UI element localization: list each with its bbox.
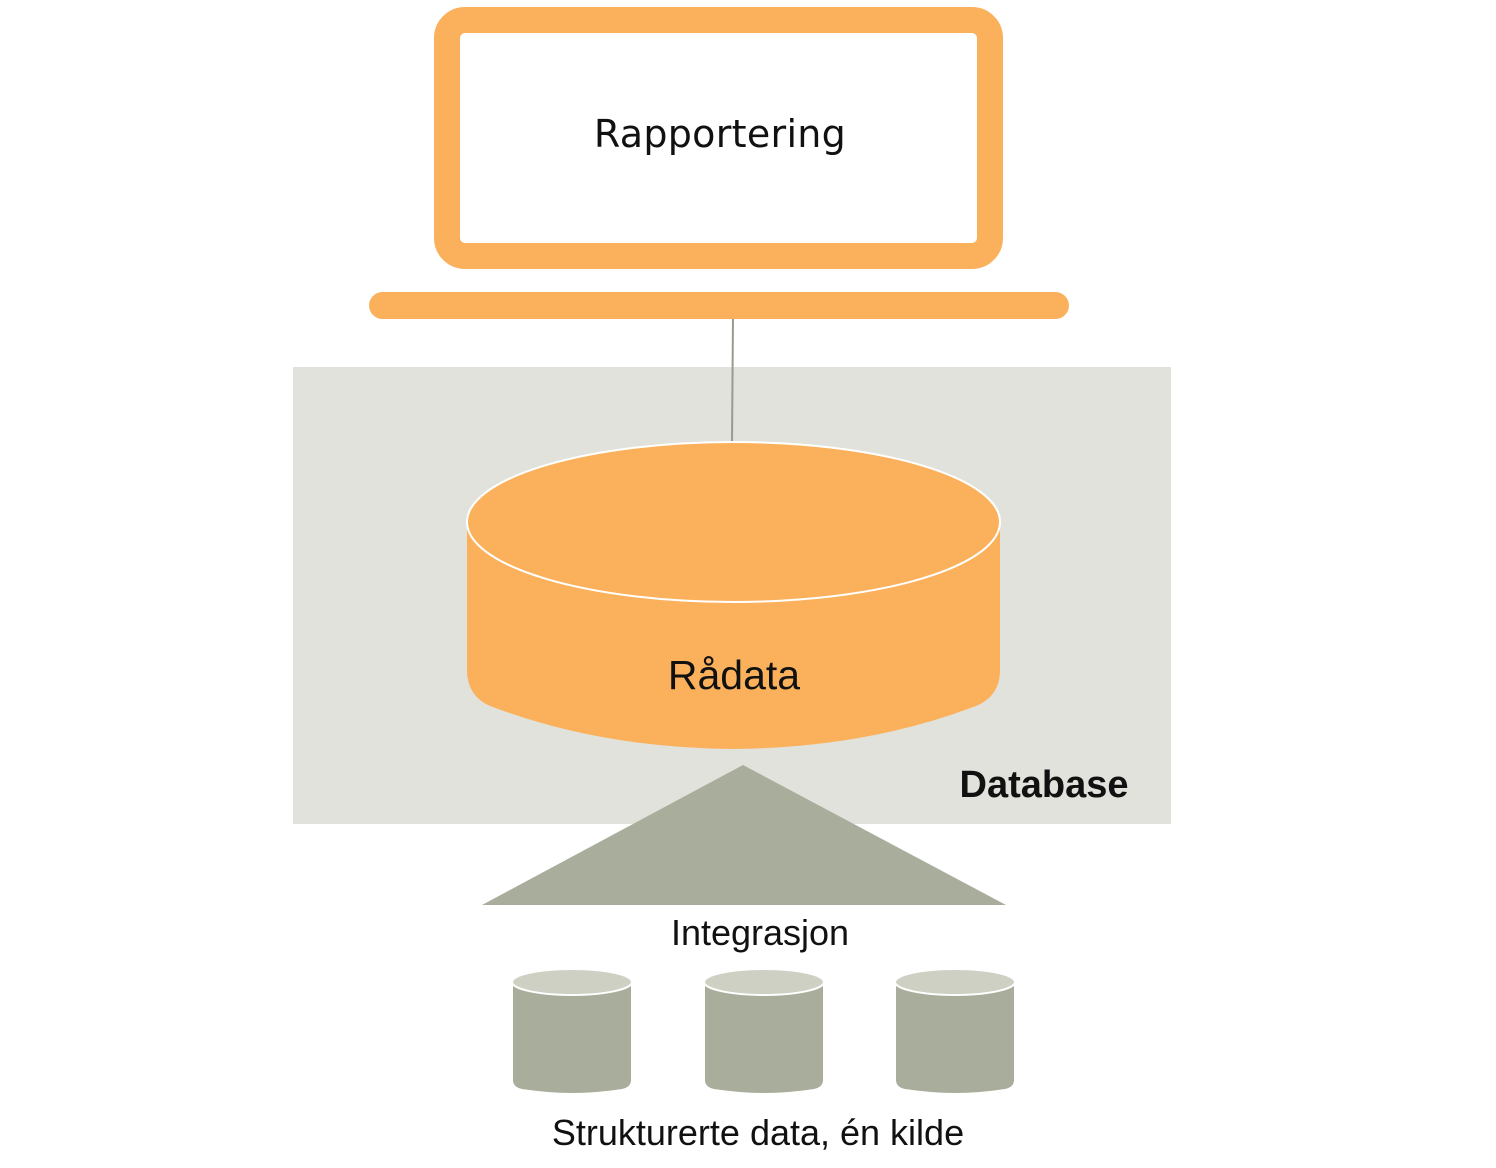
laptop-base	[369, 292, 1069, 319]
raw-data-cylinder-top	[466, 441, 1001, 603]
connector-line	[731, 317, 734, 443]
reporting-label: Rapportering	[593, 112, 847, 156]
integration-triangle-icon	[482, 765, 1006, 905]
source-database-icon	[511, 968, 633, 1096]
source-database-icon	[894, 968, 1016, 1096]
raw-data-cylinder-icon	[466, 441, 1001, 749]
source-database-icon	[703, 968, 825, 1096]
integration-label: Integrasjon	[670, 912, 850, 953]
database-label: Database	[959, 764, 1129, 806]
laptop-screen	[434, 7, 1003, 269]
sources-label: Strukturerte data, én kilde	[551, 1112, 965, 1153]
raw-data-label: Rådata	[667, 652, 801, 698]
laptop-icon	[369, 7, 1069, 319]
